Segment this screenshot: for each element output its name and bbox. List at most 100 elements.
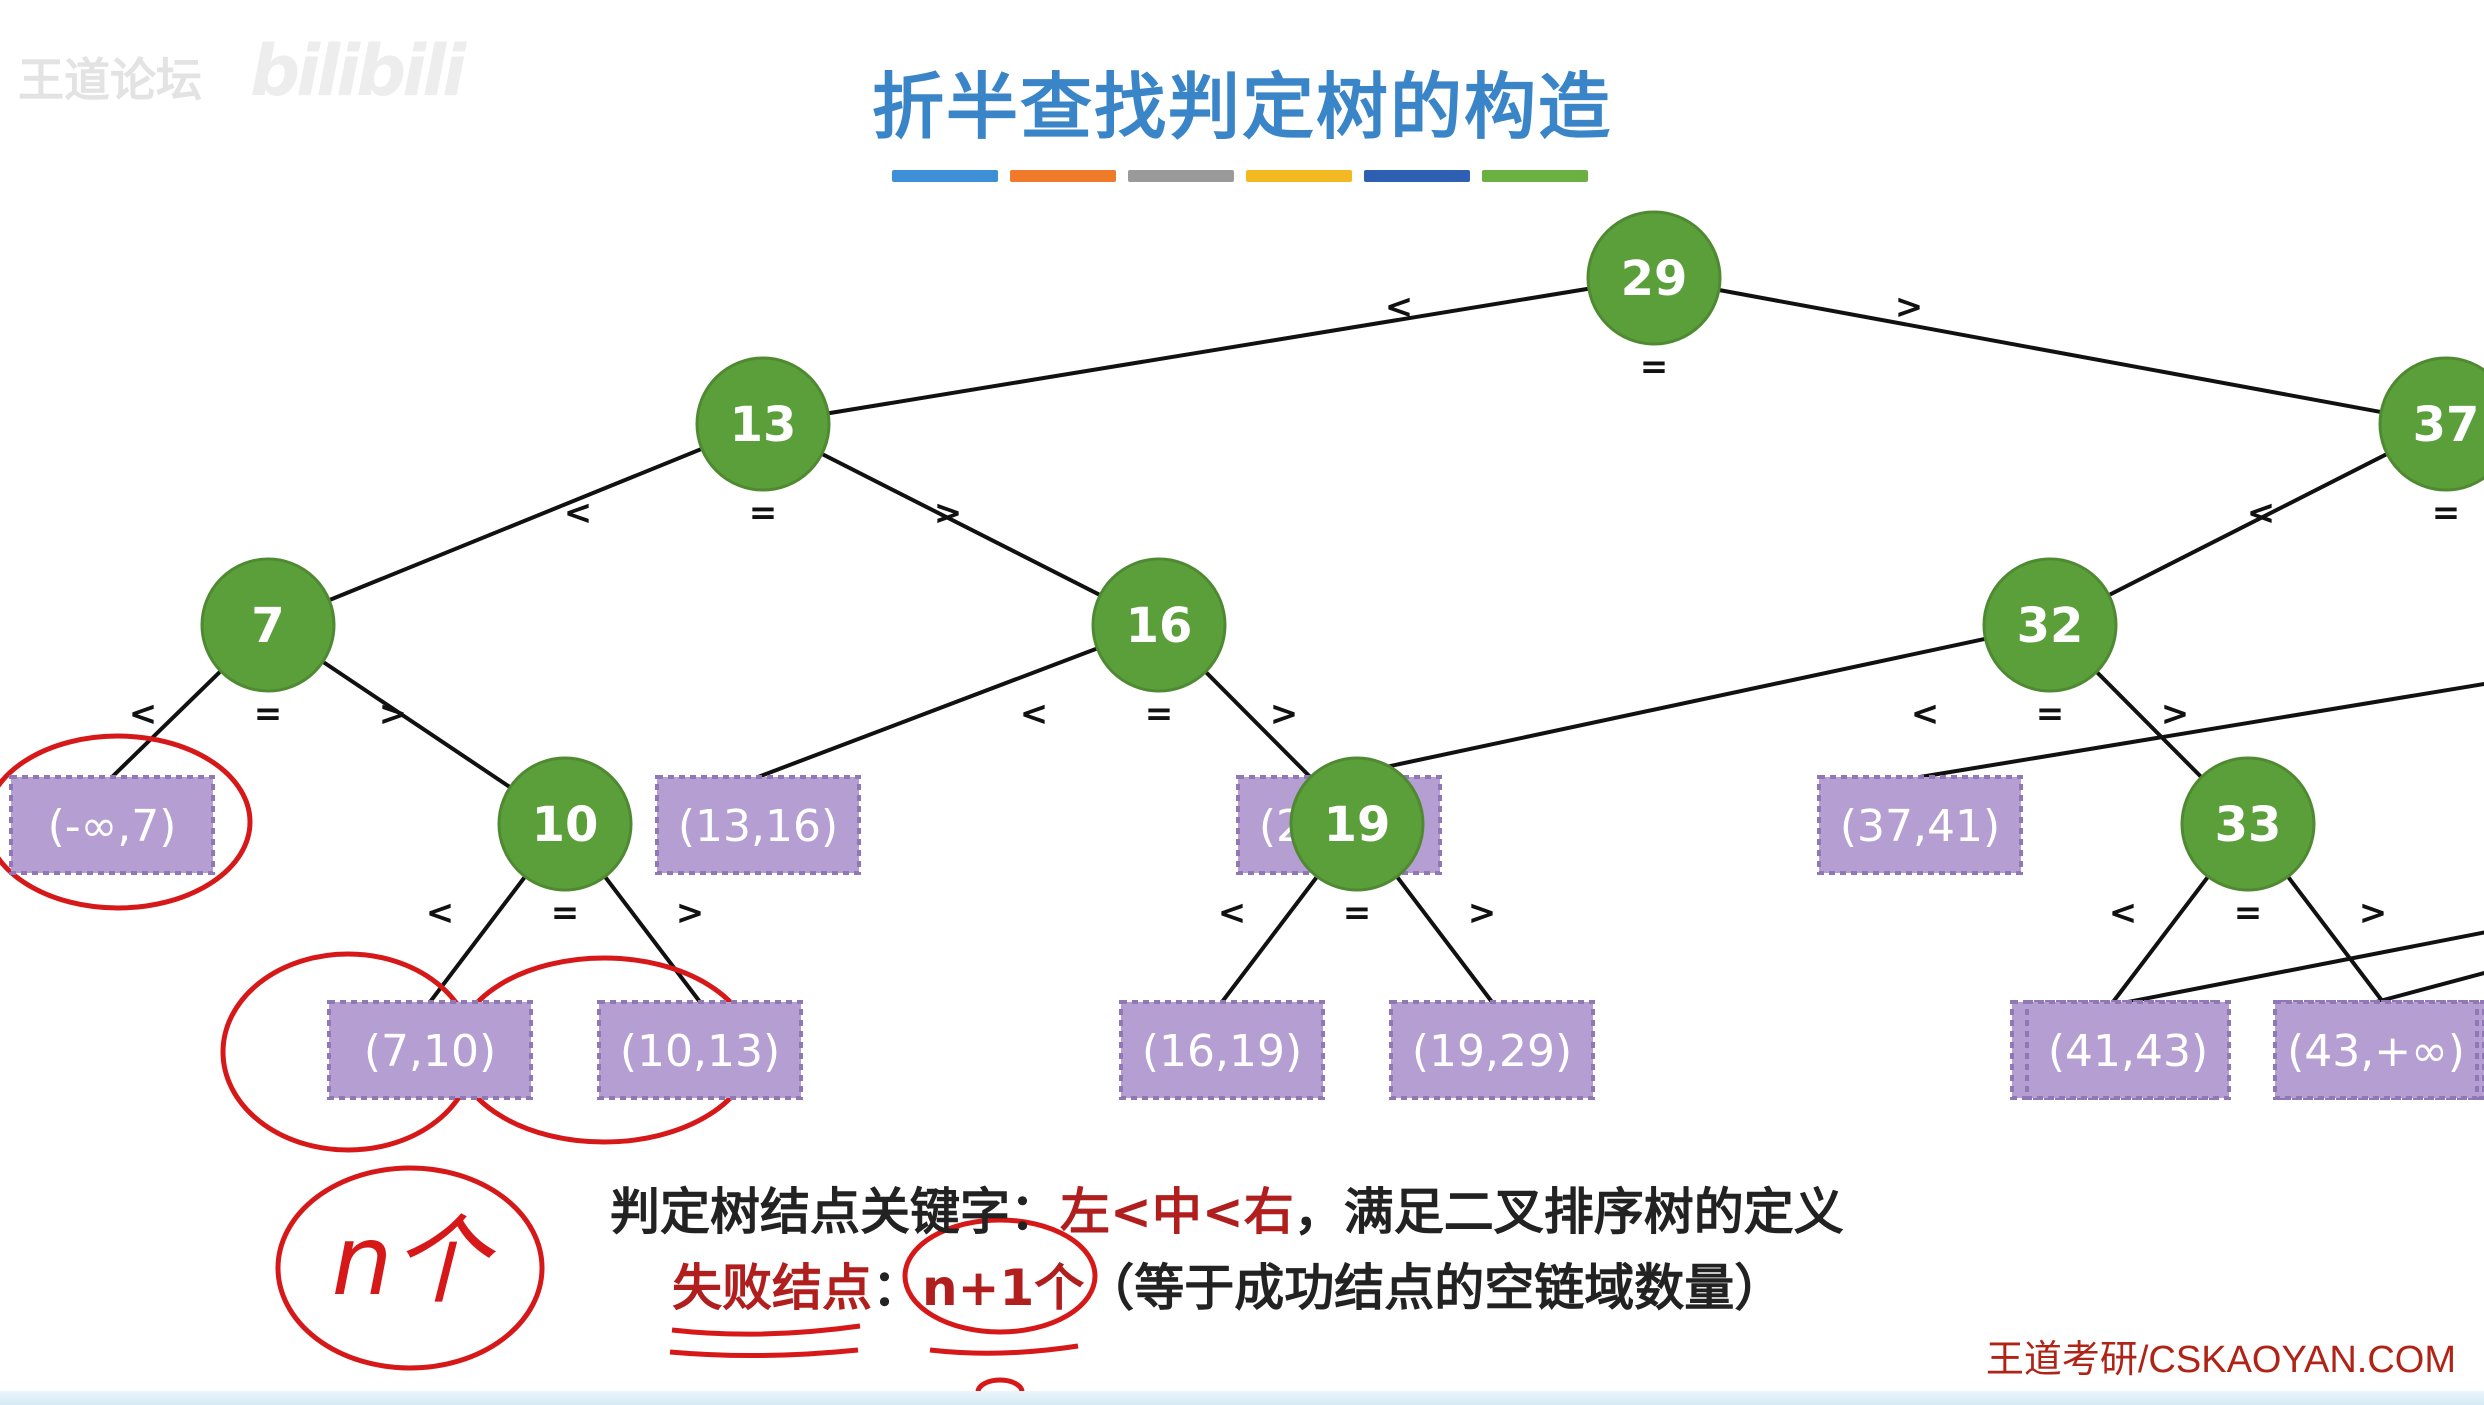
tree-node-label: 10 [532,797,599,853]
accent-bar [1482,170,1588,182]
accent-bar [1364,170,1470,182]
failure-node-label: (41,43) [2048,1026,2208,1077]
equal-label: = [1640,347,1669,387]
failure-node-box [1119,1000,1325,1100]
less-than-label: < [1020,694,1049,734]
equal-label: = [2036,694,2065,734]
footer-credit: 王道考研/CSKAOYAN.COM [1985,1339,2456,1381]
failure-node-box [2025,1000,2231,1100]
greater-than-label: > [2359,893,2388,933]
tree-node-label: 29 [1621,251,1688,307]
failure-node-box [327,1000,533,1100]
tree-node: 10 [497,756,633,892]
failure-node: (16,19) [1119,1000,1325,1100]
note-1-order: 左<中<右 [1060,1183,1294,1241]
greater-than-label: > [1895,287,1924,327]
comparison-labels: <=><=><=><=><=><=><=><=><=><=><=> [129,287,2461,933]
failure-node: (41,43) [2025,1000,2231,1100]
tree-edge [267,422,764,627]
bilibili-watermark: bilibili [250,30,466,112]
tree-edge [762,276,1655,426]
equal-label: = [749,493,778,533]
less-than-label: < [1218,893,1247,933]
note-2-count: n+1个 [922,1259,1085,1317]
failure-node-label: (13,16) [678,801,838,852]
failure-node-label: (37,41) [1840,801,2000,852]
tree-node: 32 [1982,557,2118,693]
tree-edge [2049,422,2447,627]
tree-node-circle [2378,356,2484,492]
equal-label: = [2432,493,2461,533]
handwritten-note: n个 [332,1205,497,1317]
accent-bar [1010,170,1116,182]
tree-node-label: 19 [1324,797,1391,853]
tree-edge [757,623,1160,779]
failure-node-box [1817,775,2023,875]
tree-node: 29 [1586,210,1722,346]
note-2-failure: 失败结点 [672,1259,872,1317]
tree-node: 13 [695,356,831,492]
note-line-2: 失败结点：n+1个（等于成功结点的空链域数量） [672,1248,1784,1320]
handwritten-annotations: n个 [0,733,1098,1405]
less-than-label: < [426,893,455,933]
failure-node-box [1389,1000,1595,1100]
failure-nodes: (-∞,7)(7,10)(10,13)(13,16)(16,19)(19,29)… [9,775,2484,1100]
tree-node: 7 [200,557,336,693]
accent-bar [1128,170,1234,182]
success-nodes: 291337716324110193343 [200,210,2484,892]
failure-node: (13,16) [655,775,861,875]
annotation-circle [902,1217,1098,1335]
tree-node: 16 [1091,557,1227,693]
failure-node-label: (10,13) [620,1026,780,1077]
failure-node: (43,+∞) [2273,1000,2479,1100]
tree-edge [1919,681,2484,779]
accent-bar [1246,170,1352,182]
greater-than-label: > [1468,893,1497,933]
tree-node: 19 [1289,756,1425,892]
equal-label: = [551,893,580,933]
less-than-label: < [2247,493,2276,533]
tree-node-circle [1982,557,2118,693]
failure-node-box [9,775,215,875]
annotation-circle [275,1165,545,1371]
failure-node-label: (19,29) [1412,1026,1572,1077]
page-title: 折半查找判定树的构造 [871,65,1612,149]
failure-node-box [655,775,861,875]
tree-node-label: 37 [2413,397,2480,453]
failure-node: (19,29) [1389,1000,1595,1100]
greater-than-label: > [1270,694,1299,734]
equal-label: = [1343,893,1372,933]
greater-than-label: > [2161,694,2190,734]
tree-edge [2127,930,2484,1004]
tree-node-circle [695,356,831,492]
failure-node-label: (43,+∞) [2287,1026,2465,1077]
failure-node-box [597,1000,803,1100]
note-line-1: 判定树结点关键字：左<中<右，满足二叉排序树的定义 [610,1172,1844,1244]
failure-node-box [2273,1000,2479,1100]
annotation-underline [669,1347,859,1359]
annotation-underline [671,1323,861,1337]
greater-than-label: > [934,493,963,533]
tree-node-circle [1289,756,1425,892]
note-1-prefix: 判定树结点关键字： [610,1183,1060,1241]
tree-node-circle [1586,210,1722,346]
equal-label: = [1145,694,1174,734]
note-2-colon: ： [872,1259,922,1317]
failure-node: (10,13) [597,1000,803,1100]
tree-node-label: 16 [1126,598,1193,654]
annotation-underline [929,1343,1079,1356]
equal-label: = [254,694,283,734]
less-than-label: < [564,493,593,533]
tree-node: 37 [2378,356,2484,492]
note-2-suffix: （等于成功结点的空链域数量） [1084,1259,1785,1317]
tree-edge [2375,970,2484,1004]
tree-node-label: 32 [2017,598,2084,654]
tree-node-circle [200,557,336,693]
less-than-label: < [1385,287,1414,327]
tree-node-circle [1091,557,1227,693]
tree-node-label: 13 [730,397,797,453]
title-underline [0,170,2484,184]
bottom-strip [0,1391,2484,1405]
tree-edge [1653,276,2447,426]
